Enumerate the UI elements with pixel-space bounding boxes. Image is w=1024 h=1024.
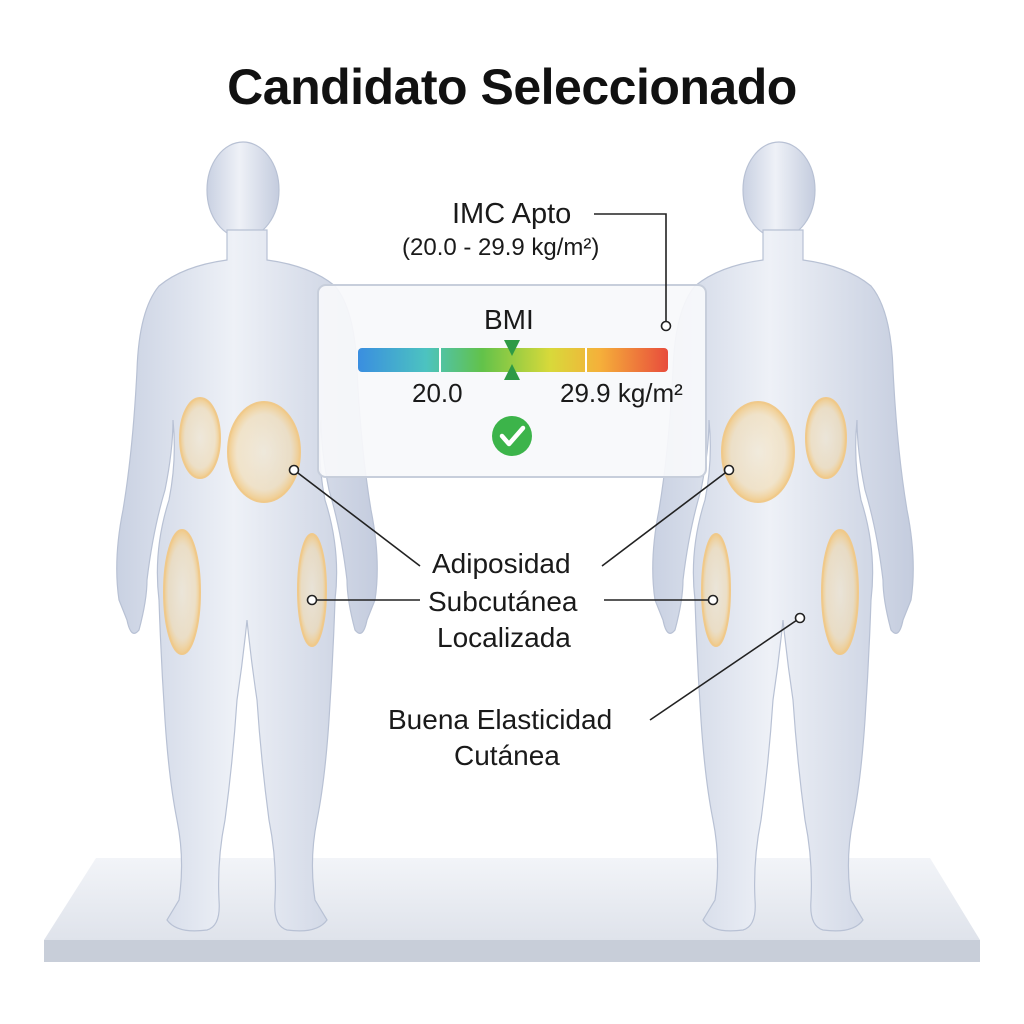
adiposity-line-3: Localizada bbox=[437, 622, 571, 653]
left-figure bbox=[116, 141, 378, 932]
elasticity-line-2: Cutánea bbox=[454, 740, 560, 771]
right-figure bbox=[652, 141, 914, 932]
leader-elasticity bbox=[649, 617, 801, 721]
leader-imc bbox=[594, 213, 667, 326]
bmi-label: BMI bbox=[484, 304, 534, 335]
fat-zone-right-abdomen bbox=[721, 401, 795, 503]
imc-heading: IMC Apto bbox=[452, 198, 572, 230]
check-circle-icon bbox=[492, 416, 532, 456]
fat-zone-left-flank bbox=[179, 397, 221, 479]
fat-zone-right-thigh-outer bbox=[821, 529, 859, 655]
bmi-min-label: 20.0 bbox=[412, 378, 463, 408]
bmi-marker bbox=[504, 340, 520, 380]
leader-lines bbox=[288, 213, 806, 721]
bmi-scale-bar bbox=[358, 348, 668, 372]
leader-adiposity-right bbox=[601, 469, 730, 567]
bmi-max-label: 29.9 kg/m² bbox=[560, 378, 683, 408]
bmi-panel bbox=[317, 284, 707, 478]
fat-zone-left-thigh-outer bbox=[163, 529, 201, 655]
fat-zone-left-thigh-inner bbox=[297, 533, 327, 647]
imc-range: (20.0 - 29.9 kg/m²) bbox=[402, 234, 600, 261]
fat-zone-left-abdomen bbox=[227, 401, 301, 503]
adiposity-line-1: Adiposidad bbox=[432, 548, 571, 579]
adiposity-line-2: Subcutánea bbox=[428, 586, 578, 617]
fat-zone-right-thigh-inner bbox=[701, 533, 731, 647]
fat-zone-right-flank bbox=[805, 397, 847, 479]
elasticity-line-1: Buena Elasticidad bbox=[388, 704, 613, 735]
leader-adiposity-left bbox=[293, 469, 421, 567]
page-title: Candidato Seleccionado bbox=[227, 59, 797, 115]
